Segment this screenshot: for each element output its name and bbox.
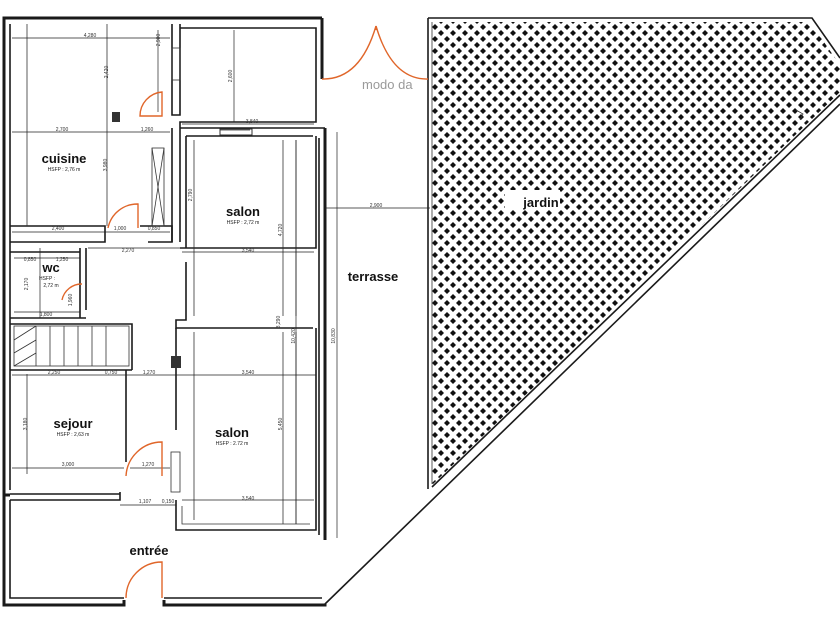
door-terrace-right [375, 25, 429, 80]
dim-salon-bottom-h: 5,450 [278, 418, 284, 431]
watermark: modo da [362, 77, 413, 92]
room-salon-top-name: salon [226, 204, 260, 219]
dim-2600: 2,600 [228, 70, 234, 83]
room-labels: cuisine HSFP : 2,76 m salon HSFP : 2,72 … [39, 151, 559, 558]
dim-wc-w2: 1,250 [56, 257, 69, 263]
dim-cuisine-height: 2,420 [104, 66, 110, 79]
dim-wc-w1: 0,850 [24, 257, 37, 263]
room-salon-top-hsfp: HSFP : 2,72 m [227, 220, 260, 226]
dim-entry-w3: 0,150 [162, 499, 175, 505]
dim-3540-a: 3,540 [242, 248, 255, 254]
room-cuisine-hsfp: HSFP : 2,76 m [48, 167, 81, 173]
room-jardin-name: jardin [522, 195, 558, 210]
door-cuisine-top [139, 91, 163, 117]
door-entree [125, 561, 163, 599]
dimension-lines [12, 30, 430, 538]
dim-salon-top-h: 2,790 [188, 189, 194, 202]
dim-entry-w: 1,270 [142, 462, 155, 468]
dim-stair-w: 1,800 [40, 312, 53, 318]
room-salon-bottom-hsfp: HSFP : 2.72 m [216, 441, 249, 447]
jardin-area [324, 17, 840, 605]
dim-sejour-w2: 0,750 [105, 370, 118, 376]
dim-salon-h4: 3,290 [276, 316, 282, 329]
door-wc [61, 283, 83, 301]
dim-1000: 1,000 [114, 226, 127, 232]
door-sejour [125, 441, 163, 477]
dim-small-top: 2,900 [156, 34, 162, 47]
dim-0850: 0,850 [148, 226, 161, 232]
interior-walls [10, 24, 317, 531]
dim-1260: 1,260 [141, 127, 154, 133]
room-sejour-hsfp: HSFP : 2,63 m [57, 432, 90, 438]
room-cuisine-name: cuisine [42, 151, 87, 166]
room-sejour-name: sejour [53, 416, 92, 431]
exterior-walls [2, 16, 327, 607]
door-cuisine [107, 203, 139, 229]
dim-top-width: 4,280 [84, 33, 97, 39]
dim-cuisine-inner-h: 3,980 [103, 159, 109, 172]
dim-wc-h2: 1,960 [68, 294, 74, 307]
room-salon-bottom-name: salon [215, 425, 249, 440]
dim-sejour-h: 3,180 [23, 418, 29, 431]
doors [61, 25, 429, 599]
dim-wc-h1: 2,170 [24, 278, 30, 291]
dim-3540-c: 3,540 [242, 496, 255, 502]
dim-terrasse-w: 2,900 [370, 203, 383, 209]
dim-3540-b: 3,540 [242, 370, 255, 376]
dim-cuisine-width: 2,700 [56, 127, 69, 133]
dim-2270: 2,270 [122, 248, 135, 254]
room-entree-name: entrée [129, 543, 168, 558]
dim-sejour-w4: 3,000 [62, 462, 75, 468]
dimension-labels: 4,280 2,420 2,700 1,260 2,900 2,600 3,84… [23, 33, 382, 505]
room-terrasse-name: terrasse [348, 269, 399, 284]
room-wc-hsfp-b: 2,72 m [43, 283, 58, 289]
dim-cuisine-bottom-w: 2,400 [52, 226, 65, 232]
room-wc-name: wc [41, 260, 59, 275]
dim-salon-top-h2: 4,720 [278, 224, 284, 237]
dim-terrasse-h: 10,830 [331, 328, 337, 344]
dim-3840: 3,840 [246, 119, 259, 125]
dim-entry-w2: 1,107 [139, 499, 152, 505]
dim-salon-h3: 10,420 [291, 328, 297, 344]
door-terrace-left [321, 25, 377, 80]
dim-sejour-w1: 2,250 [48, 370, 61, 376]
room-wc-hsfp-a: HSFP : [39, 276, 55, 282]
dim-sejour-w3: 1,270 [143, 370, 156, 376]
